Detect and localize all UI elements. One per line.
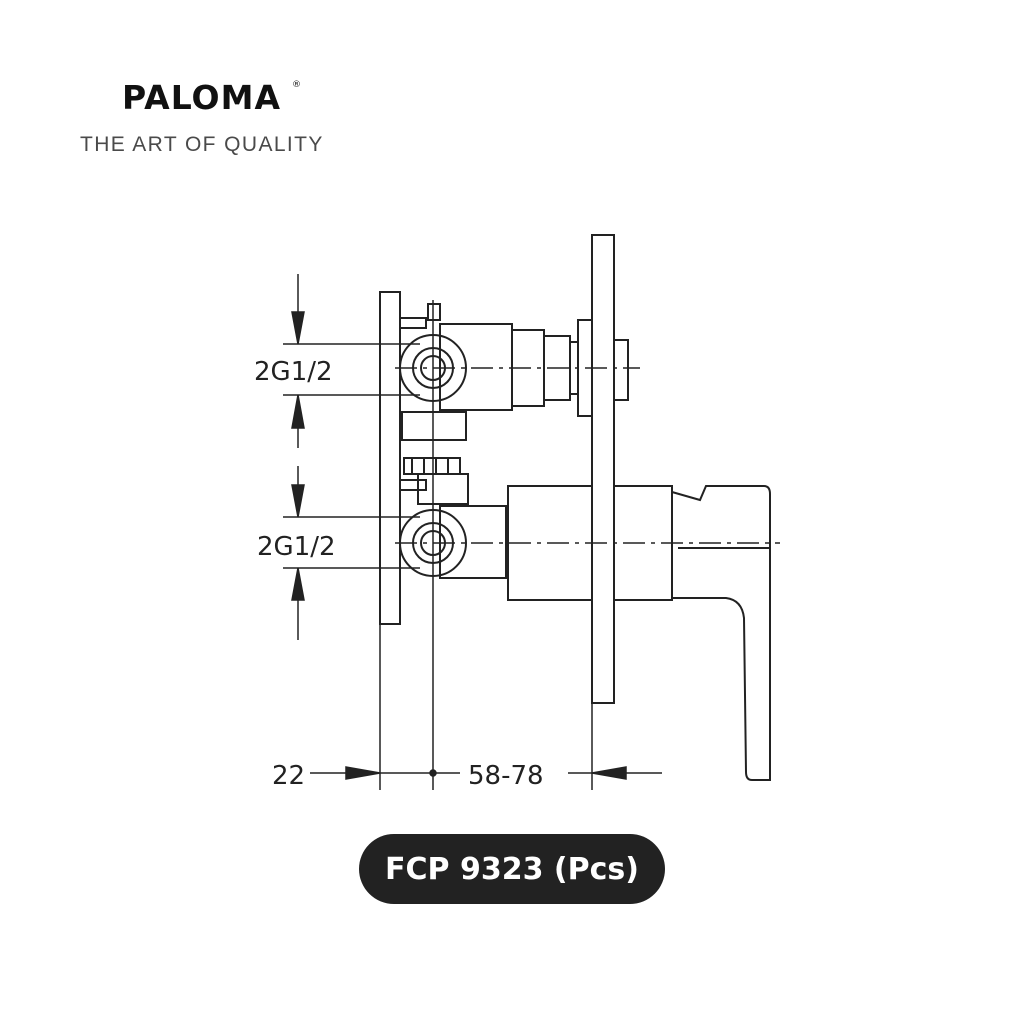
upper-port-label: 2G1/2 [254,357,333,387]
registered-mark: ® [292,80,301,90]
connecting-nut [399,457,469,505]
centre-lines [395,367,780,544]
upper-valve-body [399,303,629,441]
tagline: THE ART OF QUALITY [80,133,324,156]
brand-block: PALOMA ® THE ART OF QUALITY [80,76,380,166]
depth-right-label: 58-78 [468,761,544,791]
depth-dimension-line [310,766,662,780]
paloma-logo: PALOMA [122,78,281,117]
port-dimension-arrows [291,274,305,640]
front-cover-plate [591,234,615,704]
lever-handle [671,485,771,781]
extension-lines [379,300,593,790]
depth-left-label: 22 [272,761,305,791]
rear-mounting-plate [379,291,401,625]
product-code-text: FCP 9323 (Pcs) [385,851,639,887]
port-extension-lines [283,343,420,569]
product-code-badge: FCP 9323 (Pcs) [359,834,665,904]
lower-port-label: 2G1/2 [257,532,336,562]
